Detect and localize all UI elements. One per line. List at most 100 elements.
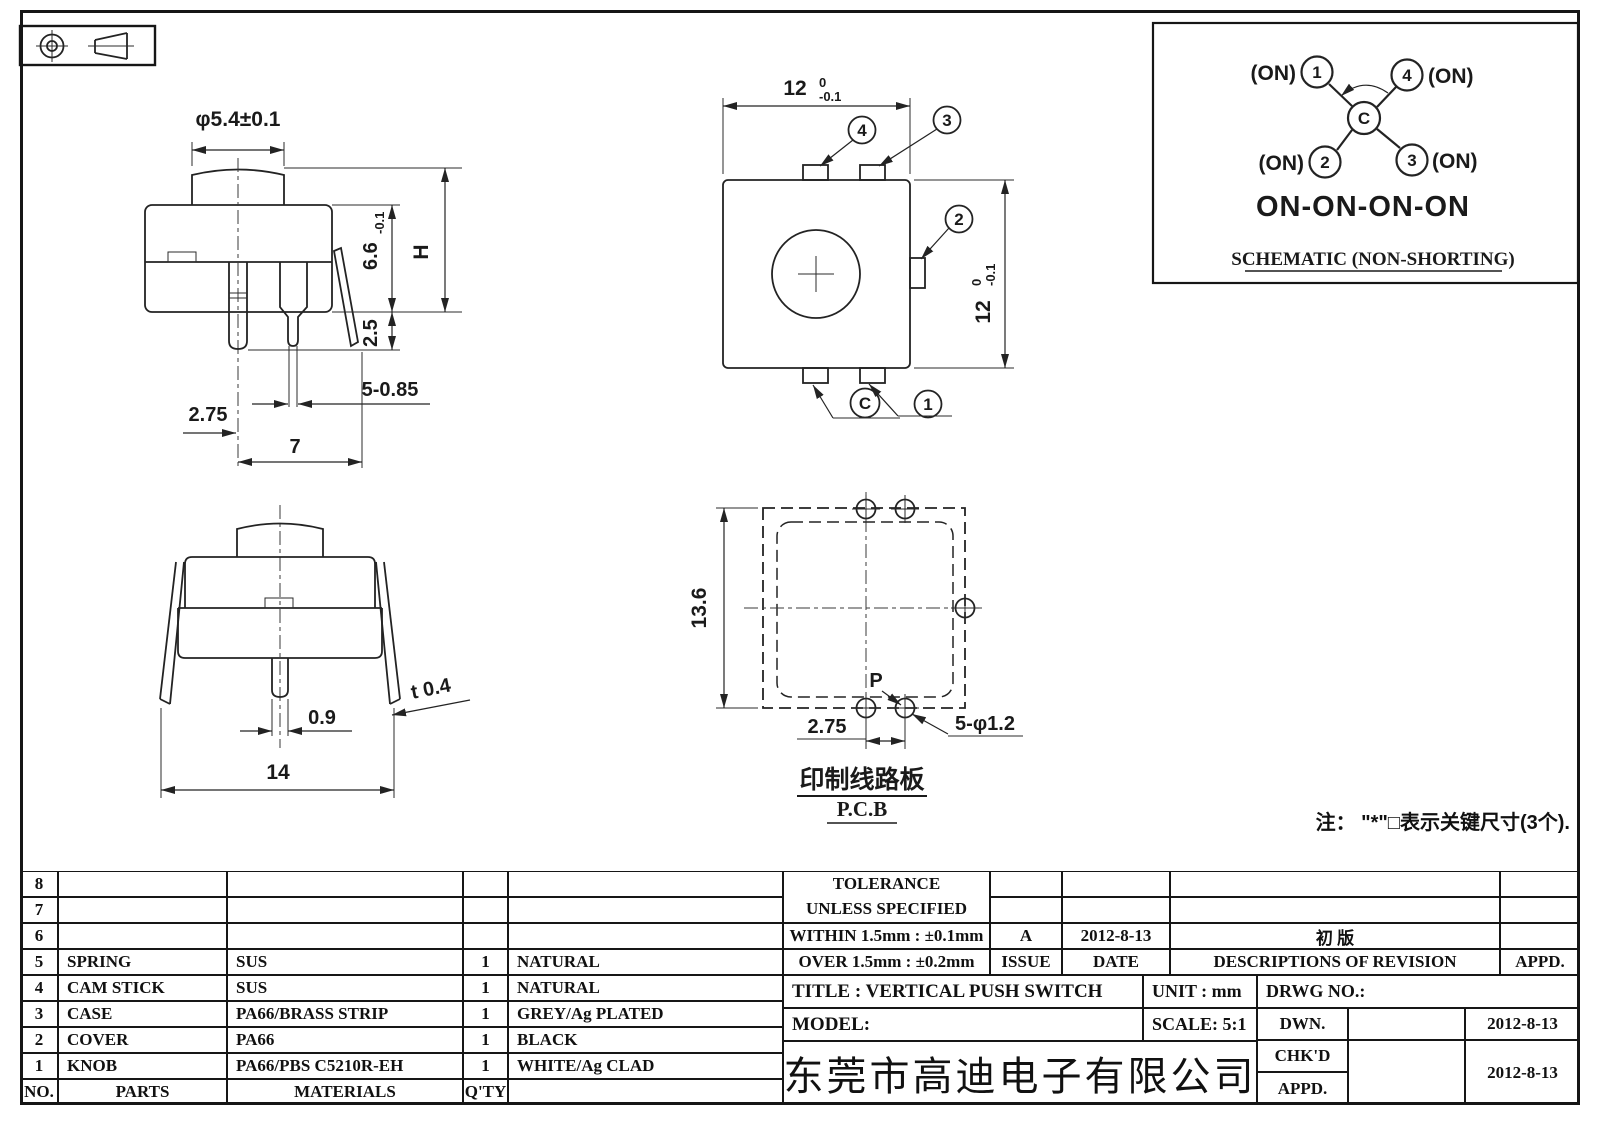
parts-header-qty: Q'TY xyxy=(463,1079,508,1105)
parts-row7-qty xyxy=(463,897,508,923)
drawing-frame xyxy=(20,10,1580,1105)
parts-row8-no: 8 xyxy=(20,871,58,897)
revision-r1-appd xyxy=(1500,871,1580,897)
parts-header-parts: PARTS xyxy=(58,1079,227,1105)
company-name: 东莞市高迪电子有限公司 xyxy=(783,1041,1257,1105)
front-pin-offset-dim: 2.75 xyxy=(189,404,228,426)
side-view: 0.9 t 0.4 14 xyxy=(159,505,471,798)
revision-description-value: 初 版 xyxy=(1170,923,1500,949)
drawing-number-field: DRWG NO.: xyxy=(1257,975,1580,1008)
parts-row3-name: CASE xyxy=(58,1001,227,1027)
terminal-2-callout: 2 xyxy=(954,210,963,229)
front-case-height-dim: 6.6 xyxy=(360,242,382,270)
top-width-tol-hi: 0 xyxy=(819,75,826,90)
parts-row8-qty xyxy=(463,871,508,897)
side-overall-width-dim: 14 xyxy=(266,761,290,784)
parts-row7-finish xyxy=(508,897,783,923)
on-label-4: (ON) xyxy=(1428,65,1474,88)
schematic-terminal-1: 1 xyxy=(1312,63,1321,82)
dwn-signature xyxy=(1348,1008,1465,1040)
parts-row1-finish: WHITE/Ag CLAD xyxy=(508,1053,783,1079)
dwn-label: DWN. xyxy=(1257,1008,1348,1040)
appd-label: APPD. xyxy=(1257,1072,1348,1105)
top-height-tol-hi: 0 xyxy=(969,279,984,286)
revision-r2-desc xyxy=(1170,897,1500,923)
terminal-4-callout: 4 xyxy=(857,121,867,140)
parts-row4-finish: NATURAL xyxy=(508,975,783,1001)
schematic-terminal-3: 3 xyxy=(1407,151,1416,170)
top-width-tol-lo: -0.1 xyxy=(819,89,841,104)
top-height-tol-lo: -0.1 xyxy=(983,264,998,286)
parts-row3-material: PA66/BRASS STRIP xyxy=(227,1001,463,1027)
revision-r1-date xyxy=(1062,871,1170,897)
revision-r2-issue xyxy=(990,897,1062,923)
pcb-holes-dim: 5-φ1.2 xyxy=(955,713,1015,735)
revision-description-label: DESCRIPTIONS OF REVISION xyxy=(1170,949,1500,975)
front-view: φ5.4±0.1 6.6 -0.1 xyxy=(144,108,462,468)
on-label-3: (ON) xyxy=(1432,150,1478,173)
model-field: MODEL: xyxy=(783,1008,1143,1041)
revision-appd-value xyxy=(1500,923,1580,949)
front-pin-span-dim: 7 xyxy=(289,436,300,458)
chkd-appd-date: 2012-8-13 xyxy=(1465,1040,1580,1105)
terminal-3-callout: 3 xyxy=(942,111,951,130)
pcb-pitch-dim: 2.75 xyxy=(808,716,847,738)
schematic-terminal-4: 4 xyxy=(1402,66,1412,85)
revision-r2-appd xyxy=(1500,897,1580,923)
parts-row1-qty: 1 xyxy=(463,1053,508,1079)
side-leg-thickness-dim: t 0.4 xyxy=(409,674,453,703)
tolerance-line1: TOLERANCE xyxy=(832,874,941,894)
on-label-2: (ON) xyxy=(1259,152,1305,175)
switch-function: ON-ON-ON-ON xyxy=(1256,191,1470,223)
revision-r2-date xyxy=(1062,897,1170,923)
front-pin-proj-dim: 2.5 xyxy=(360,319,382,347)
revision-issue-label: ISSUE xyxy=(990,949,1062,975)
parts-row1-name: KNOB xyxy=(58,1053,227,1079)
tolerance-within: WITHIN 1.5mm : ±0.1mm xyxy=(783,923,990,949)
parts-row2-name: COVER xyxy=(58,1027,227,1053)
front-case-height-tol: -0.1 xyxy=(372,212,387,234)
parts-row4-material: SUS xyxy=(227,975,463,1001)
parts-header-no: NO. xyxy=(20,1079,58,1105)
parts-row3-no: 3 xyxy=(20,1001,58,1027)
chkd-label: CHK'D xyxy=(1257,1040,1348,1072)
revision-issue-value: A xyxy=(990,923,1062,949)
title-field: TITLE : VERTICAL PUSH SWITCH xyxy=(783,975,1143,1008)
scale-field: SCALE: 5:1 xyxy=(1143,1008,1257,1041)
revision-date-value: 2012-8-13 xyxy=(1062,923,1170,949)
chkd-appd-signature xyxy=(1348,1040,1465,1105)
dwn-date: 2012-8-13 xyxy=(1465,1008,1580,1040)
parts-row3-finish: GREY/Ag PLATED xyxy=(508,1001,783,1027)
pcb-height-dim: 13.6 xyxy=(688,588,711,629)
projection-symbol xyxy=(18,24,157,67)
front-overall-height-dim: H xyxy=(410,244,433,259)
parts-row6-name xyxy=(58,923,227,949)
parts-row4-no: 4 xyxy=(20,975,58,1001)
terminal-c-callout: C xyxy=(859,394,871,413)
revision-r1-issue xyxy=(990,871,1062,897)
parts-row1-material: PA66/PBS C5210R-EH xyxy=(227,1053,463,1079)
unit-field: UNIT : mm xyxy=(1143,975,1257,1008)
schematic-terminal-2: 2 xyxy=(1320,153,1329,172)
parts-row6-finish xyxy=(508,923,783,949)
pcb-holes xyxy=(852,495,979,722)
on-label-1: (ON) xyxy=(1251,62,1297,85)
parts-row5-no: 5 xyxy=(20,949,58,975)
schematic-common: C xyxy=(1358,109,1370,128)
schematic-caption: SCHEMATIC (NON-SHORTING) xyxy=(1231,249,1514,270)
parts-row1-no: 1 xyxy=(20,1053,58,1079)
parts-row5-qty: 1 xyxy=(463,949,508,975)
tolerance-line2: UNLESS SPECIFIED xyxy=(805,899,968,918)
front-pin-section-dim: 5-0.85 xyxy=(362,379,419,401)
parts-row7-name xyxy=(58,897,227,923)
parts-row2-qty: 1 xyxy=(463,1027,508,1053)
parts-row8-material xyxy=(227,871,463,897)
pcb-caption-cn: 印制线路板 xyxy=(799,765,924,794)
parts-header-materials: MATERIALS xyxy=(227,1079,463,1105)
revision-appd-label: APPD. xyxy=(1500,949,1580,975)
parts-row7-material xyxy=(227,897,463,923)
front-knob-dia-dim: φ5.4±0.1 xyxy=(196,108,281,131)
terminal-1-callout: 1 xyxy=(923,395,932,414)
parts-row5-name: SPRING xyxy=(58,949,227,975)
